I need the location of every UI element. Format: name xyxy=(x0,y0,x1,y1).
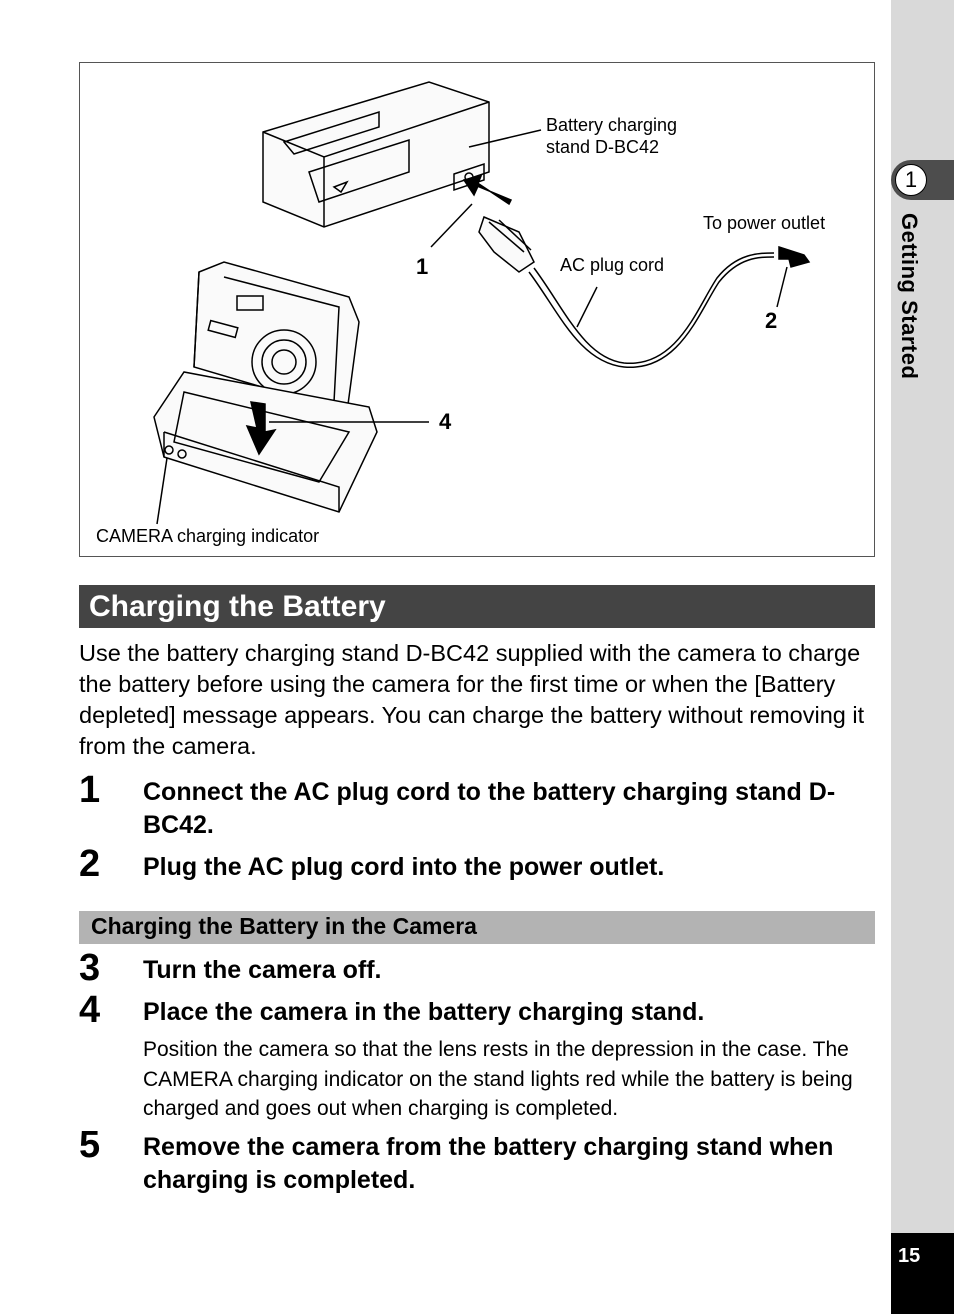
subsection-heading: Charging the Battery in the Camera xyxy=(79,911,875,944)
chapter-side-tab xyxy=(891,0,954,1314)
step-3-number: 3 xyxy=(79,947,101,989)
down-arrow-icon xyxy=(245,401,277,456)
step-4-text: Place the camera in the battery charging… xyxy=(143,998,705,1026)
ac-cord-drawing xyxy=(528,256,775,368)
charging-stand-drawing xyxy=(262,81,490,228)
page-number-box xyxy=(891,1233,954,1314)
label-camera-charging-indicator: CAMERA charging indicator xyxy=(96,526,320,546)
step-5-number: 5 xyxy=(79,1124,101,1166)
intro-paragraph: Use the battery charging stand D-BC42 su… xyxy=(79,640,865,759)
ac-plug-drawing xyxy=(478,215,535,273)
label-charging-stand: Battery charging stand D-BC42 xyxy=(546,115,678,157)
label-ac-plug-cord: AC plug cord xyxy=(560,255,665,275)
chapter-title: Getting Started xyxy=(897,213,922,380)
arrow-1-icon xyxy=(462,174,513,206)
callout-2: 2 xyxy=(765,308,778,333)
callout-4: 4 xyxy=(439,409,452,434)
step-1-number: 1 xyxy=(79,769,101,811)
callout-1: 1 xyxy=(416,254,429,279)
charging-illustration xyxy=(153,81,811,525)
step-2-number: 2 xyxy=(79,843,101,885)
section-heading: Charging the Battery xyxy=(79,585,875,628)
label-power-outlet: To power outlet xyxy=(703,213,826,233)
chapter-number: 1 xyxy=(895,164,927,196)
step-3-text: Turn the camera off. xyxy=(143,956,382,984)
step-1-text: Connect the AC plug cord to the battery … xyxy=(143,778,836,839)
step-5-text: Remove the camera from the battery charg… xyxy=(143,1133,834,1194)
step-4-body: Position the camera so that the lens res… xyxy=(143,1038,853,1120)
page-number: 15 xyxy=(898,1245,921,1267)
arrow-2-icon xyxy=(778,245,811,268)
step-2-text: Plug the AC plug cord into the power out… xyxy=(143,853,665,881)
figure-frame xyxy=(79,62,875,557)
step-4-number: 4 xyxy=(79,989,101,1031)
